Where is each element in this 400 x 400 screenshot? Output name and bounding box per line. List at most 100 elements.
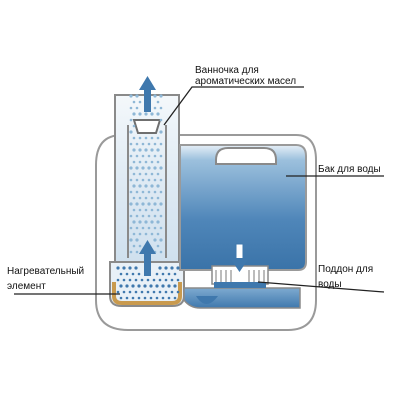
bubble (173, 284, 177, 288)
water-tank-label: Бак для воды (318, 164, 381, 175)
tray-water (214, 282, 266, 288)
bubble (141, 202, 145, 206)
bubble (129, 226, 133, 230)
bubble (138, 100, 142, 104)
bubble (149, 284, 153, 288)
bubble (161, 296, 165, 300)
bubble (135, 190, 139, 194)
bubble (147, 178, 151, 182)
bubble (135, 178, 139, 182)
bubble (143, 284, 147, 288)
bubble (132, 112, 136, 116)
bubble (144, 112, 148, 116)
bubble (135, 250, 139, 254)
tank-handle (215, 147, 277, 165)
aroma-tray-label: Ванночка для (195, 65, 259, 76)
water-down-arrow (230, 243, 249, 272)
bubble (158, 266, 162, 270)
bubble (125, 272, 129, 276)
bubble (147, 142, 151, 146)
base-water-channel (183, 287, 301, 309)
bubble (141, 142, 145, 146)
bubble (155, 284, 159, 288)
bubble (135, 202, 139, 206)
bubble (143, 296, 147, 300)
bubble (153, 154, 157, 158)
channel-dip (196, 296, 218, 304)
bubble (147, 214, 151, 218)
bubble (150, 172, 154, 176)
bubble (132, 124, 136, 128)
bubble (153, 214, 157, 218)
bubble (138, 172, 142, 176)
bubble (125, 284, 129, 288)
bubble (159, 202, 163, 206)
bubble (153, 202, 157, 206)
steam-up-arrow-bottom (139, 240, 156, 276)
bubble (176, 278, 180, 282)
bubble (140, 290, 144, 294)
leader-water-tray (257, 281, 385, 293)
bubble (170, 290, 174, 294)
bubble (129, 190, 133, 194)
bubble (149, 296, 153, 300)
bubble (153, 142, 157, 146)
bubble (132, 136, 136, 140)
bubble (156, 172, 160, 176)
bubble (125, 296, 129, 300)
bubble (156, 220, 160, 224)
bubble (144, 220, 148, 224)
bubble (132, 100, 136, 104)
bubble (116, 266, 120, 270)
bubble (159, 226, 163, 230)
bubble (150, 196, 154, 200)
bubble (138, 112, 142, 116)
heating-bubbles (116, 266, 180, 300)
bubble (140, 278, 144, 282)
bubble (161, 272, 165, 276)
bubble (134, 290, 138, 294)
bubble (129, 238, 133, 242)
bubble (146, 278, 150, 282)
bubble (132, 148, 136, 152)
bubble (129, 250, 133, 254)
bubble (135, 238, 139, 242)
bubble (135, 214, 139, 218)
bubble (122, 266, 126, 270)
bubble (158, 278, 162, 282)
bubble (156, 136, 160, 140)
bubble (164, 290, 168, 294)
bubble (159, 130, 163, 134)
bubble (159, 94, 163, 98)
bubble (164, 278, 168, 282)
bubble (152, 278, 156, 282)
water-tray-label: Поддон для (318, 264, 373, 275)
bubble (137, 284, 141, 288)
bubble (135, 166, 139, 170)
bubble (150, 160, 154, 164)
leader-aroma-tray (163, 86, 304, 126)
bubble (129, 94, 133, 98)
bubble (144, 136, 148, 140)
bubble (131, 272, 135, 276)
bubble (167, 284, 171, 288)
bubble (147, 226, 151, 230)
bubble (153, 226, 157, 230)
water-tank (179, 144, 307, 271)
bubble (137, 272, 141, 276)
bubble (138, 232, 142, 236)
bubble (141, 226, 145, 230)
bubble (129, 142, 133, 146)
bubble (144, 184, 148, 188)
water-tray-label: воды (318, 279, 342, 290)
bubble (135, 106, 139, 110)
bubble (150, 136, 154, 140)
bubble (119, 272, 123, 276)
bubble (135, 142, 139, 146)
bubble (135, 226, 139, 230)
bubble (159, 190, 163, 194)
bubble (128, 278, 132, 282)
bubble (141, 190, 145, 194)
bubble (129, 202, 133, 206)
